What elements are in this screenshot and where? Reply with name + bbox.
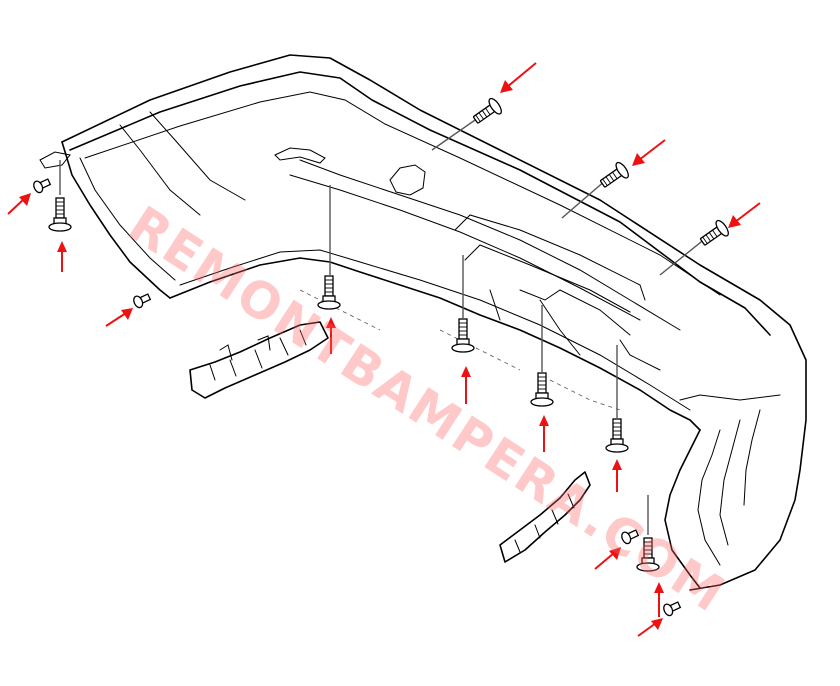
arrow-side-screw-right-lower bbox=[637, 618, 663, 637]
arrow-side-screw-right-top bbox=[594, 547, 621, 570]
bolt-right-end bbox=[636, 537, 660, 572]
left-bracket bbox=[189, 321, 329, 399]
top-screw-1 bbox=[472, 97, 502, 124]
arrow-bolt-left-end bbox=[57, 241, 67, 272]
arrow-top-screw-3 bbox=[728, 202, 761, 228]
side-screw-right-lower bbox=[663, 601, 682, 617]
side-screw-right-top bbox=[621, 529, 640, 545]
arrow-bolt-right-end bbox=[654, 582, 664, 617]
bolt-left-end bbox=[48, 197, 72, 232]
top-screw-2 bbox=[599, 161, 629, 188]
arrow-top-screw-2 bbox=[632, 139, 666, 166]
side-screw-left-top bbox=[33, 178, 52, 194]
arrow-top-screw-1 bbox=[500, 62, 537, 93]
arrow-bolt-1 bbox=[326, 317, 336, 354]
leader-lines bbox=[59, 117, 707, 535]
arrow-side-screw-left-lower bbox=[105, 308, 133, 327]
top-screw-3 bbox=[699, 219, 729, 246]
side-screw-left-lower bbox=[133, 293, 152, 309]
arrow-bolt-4 bbox=[612, 459, 622, 492]
bolt-1 bbox=[317, 275, 341, 310]
arrow-side-screw-left-top bbox=[7, 193, 31, 215]
bumper-cover bbox=[39, 54, 807, 591]
right-bracket bbox=[499, 471, 591, 563]
arrow-bolt-2 bbox=[461, 366, 471, 404]
pointer-arrows bbox=[7, 62, 761, 637]
bolt-3 bbox=[530, 372, 554, 407]
bolt-2 bbox=[451, 318, 475, 353]
bolt-4 bbox=[605, 418, 629, 453]
arrow-bolt-3 bbox=[539, 415, 549, 452]
